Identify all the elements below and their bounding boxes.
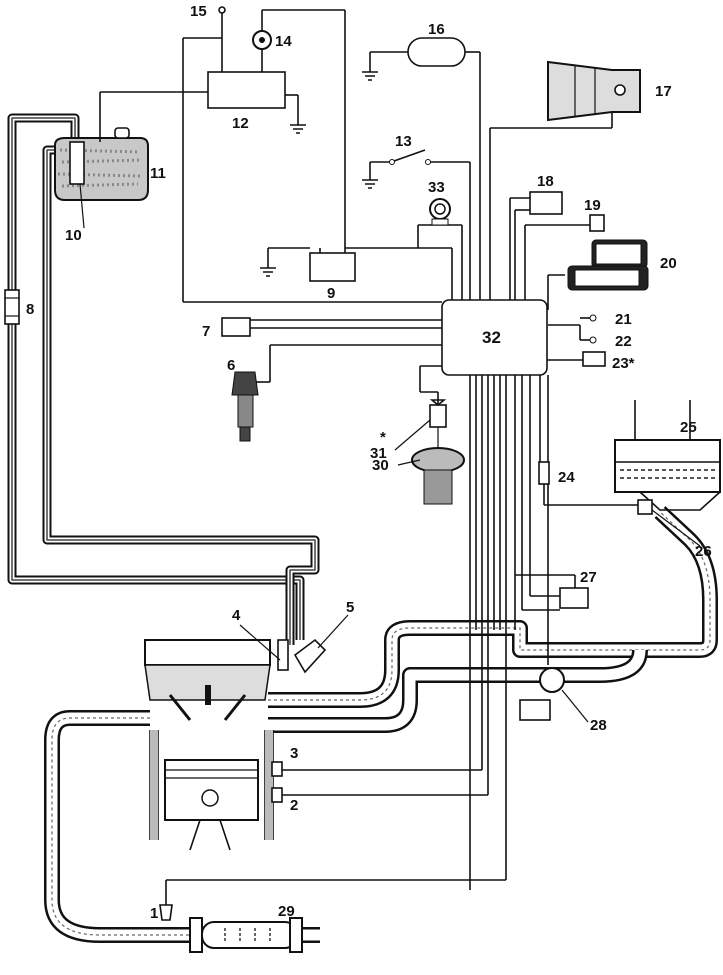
gearbox-17 <box>547 60 641 122</box>
module-7 <box>221 317 251 337</box>
label-15: 15 <box>190 3 207 20</box>
label-33: 33 <box>428 179 445 196</box>
label-11: 11 <box>150 165 166 182</box>
label-23: 23* <box>612 355 635 372</box>
label-26: 26 <box>695 543 712 560</box>
spark-plug-4 <box>277 639 289 671</box>
label-24: 24 <box>558 469 575 486</box>
warning-lamp <box>252 30 272 50</box>
label-27: 27 <box>580 569 597 586</box>
sensor-3 <box>271 761 283 777</box>
label-19: 19 <box>584 197 601 214</box>
module-18 <box>529 191 563 215</box>
label-22: 22 <box>615 333 632 350</box>
throttle-28 <box>539 667 565 693</box>
fuel-filler-cap <box>114 127 130 139</box>
callout-labels: 1 2 3 4 5 6 7 8 9 10 11 12 13 14 15 16 1… <box>26 3 712 922</box>
valve-27 <box>559 587 589 609</box>
fuel-tank <box>54 127 149 201</box>
throttle-body <box>519 699 551 721</box>
label-32: 32 <box>482 328 501 347</box>
label-31: 31 <box>370 445 387 462</box>
injector-20 <box>567 239 649 291</box>
label-28: 28 <box>590 717 607 734</box>
label-13: 13 <box>395 133 412 150</box>
label-16: 16 <box>428 21 445 38</box>
engine-cylinder <box>144 639 274 851</box>
label-12: 12 <box>232 115 249 132</box>
module-23 <box>582 351 606 367</box>
label-21: 21 <box>615 311 632 328</box>
actuator-30 <box>411 427 465 505</box>
label-17: 17 <box>655 83 672 100</box>
terminal-22 <box>589 336 597 344</box>
label-5: 5 <box>346 599 354 616</box>
label-18: 18 <box>537 173 554 190</box>
ecu-32 <box>441 299 548 376</box>
label-20: 20 <box>660 255 677 272</box>
injector-5 <box>293 638 327 674</box>
label-29: 29 <box>278 903 295 920</box>
label-10: 10 <box>65 227 82 244</box>
label-1: 1 <box>150 905 158 922</box>
sensor-2 <box>271 787 283 803</box>
terminal-15 <box>218 6 226 14</box>
distributor-6 <box>231 371 259 442</box>
module-19 <box>589 214 605 232</box>
fuel-line <box>7 113 320 645</box>
label-7: 7 <box>202 323 210 340</box>
label-4: 4 <box>232 607 241 624</box>
wiring <box>99 9 640 905</box>
asterisk-mark: * <box>380 429 386 446</box>
label-8: 8 <box>26 301 34 318</box>
sensor-33 <box>429 198 451 226</box>
label-25: 25 <box>680 419 697 436</box>
cylinder-16 <box>407 37 466 67</box>
exhaust-pipe <box>44 710 320 943</box>
leader-lines <box>79 183 701 723</box>
sensor-26 <box>637 499 653 515</box>
label-9: 9 <box>327 285 335 302</box>
label-2: 2 <box>290 797 298 814</box>
label-3: 3 <box>290 745 298 762</box>
ground-symbol <box>260 71 378 277</box>
battery <box>309 252 356 282</box>
fuel-filter <box>4 289 20 325</box>
label-30: 30 <box>372 457 389 474</box>
catalytic-converter-29 <box>189 917 303 953</box>
label-6: 6 <box>227 357 235 374</box>
fuel-pump <box>69 141 85 185</box>
air-filter-25 <box>614 400 721 511</box>
intake-manifold-pipe <box>268 506 718 733</box>
valve-31 <box>429 399 447 428</box>
terminal-21 <box>589 314 597 322</box>
fuel-pump-relay <box>207 71 286 109</box>
lambda-probe <box>159 904 173 921</box>
switch-13 <box>389 149 431 165</box>
label-14: 14 <box>275 33 292 50</box>
